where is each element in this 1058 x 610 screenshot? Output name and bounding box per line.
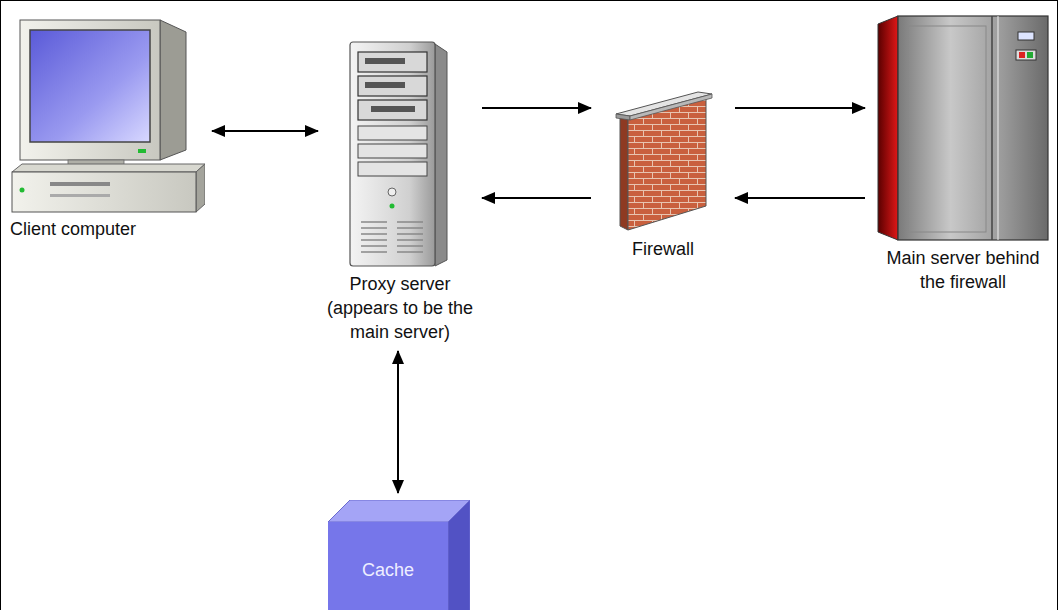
main-server-node: Main server behind the firewall bbox=[872, 14, 1054, 294]
firewall-node: Firewall bbox=[598, 88, 728, 261]
arrow-connector bbox=[735, 197, 865, 199]
brick-wall-icon bbox=[598, 88, 728, 233]
arrow-connector bbox=[482, 107, 591, 109]
cube-shape bbox=[328, 500, 470, 610]
arrow-connector bbox=[735, 107, 865, 109]
cache-node: Cache bbox=[328, 500, 470, 610]
mainframe-icon bbox=[872, 14, 1054, 242]
icon-caption: Main server behind the firewall bbox=[872, 246, 1054, 294]
computer-icon bbox=[10, 18, 205, 213]
proxy-server-node: Proxy server (appears to be the main ser… bbox=[325, 40, 475, 344]
icon-caption: Proxy server (appears to be the main ser… bbox=[325, 272, 475, 344]
icon-caption: Firewall bbox=[598, 237, 728, 261]
arrow-connector bbox=[482, 197, 591, 199]
icon-caption: Client computer bbox=[10, 217, 205, 241]
computer-node: Client computer bbox=[10, 18, 205, 241]
arrow-connector bbox=[212, 130, 318, 132]
tower-server-icon bbox=[325, 40, 475, 268]
arrow-connector bbox=[397, 351, 399, 493]
shape-label: Cache bbox=[328, 558, 448, 582]
